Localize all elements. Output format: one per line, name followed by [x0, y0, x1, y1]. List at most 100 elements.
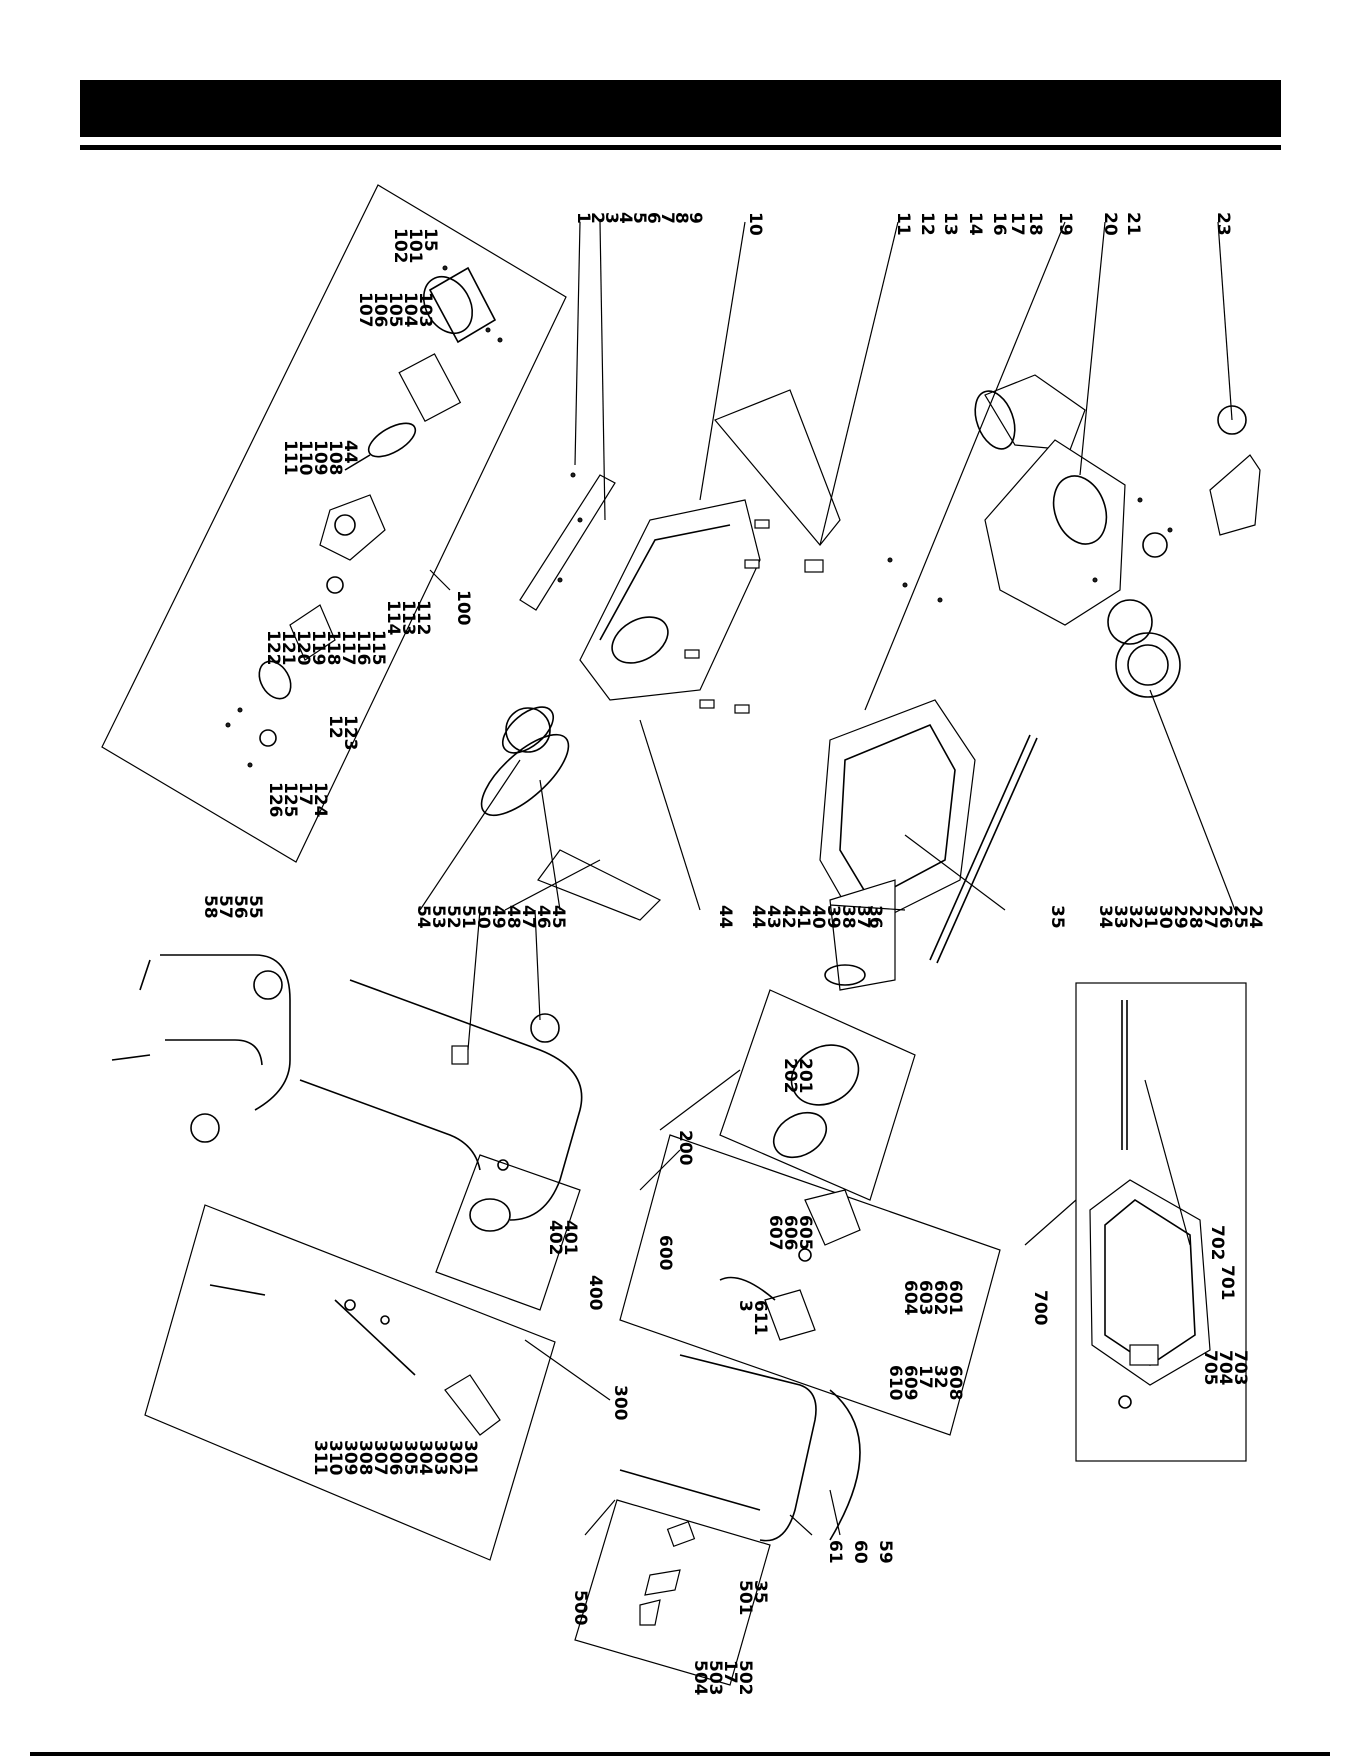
callout-label: 44 [748, 905, 768, 929]
callout-label: 609 [900, 1365, 920, 1401]
group-700-box [1075, 982, 1247, 1462]
callout-label: 102 [390, 228, 410, 264]
callout-label: 503 [705, 1660, 725, 1696]
group-100 [101, 184, 567, 863]
callout-label: 36 [865, 905, 885, 929]
callout-label: 311 [310, 1440, 330, 1476]
callout-label: 302 [445, 1440, 465, 1476]
callout-label: 39 [823, 905, 843, 929]
callout-label: 301 [460, 1440, 480, 1476]
callout-label: 606 [780, 1215, 800, 1251]
callout-label: 608 [945, 1365, 965, 1401]
callout-label: 2 [587, 212, 607, 224]
callout-label: 32 [1125, 905, 1145, 929]
callout-label: 17 [720, 1660, 740, 1684]
upper-handle [111, 954, 291, 1143]
callout-label: 202 [780, 1058, 800, 1094]
callout-label: 28 [1185, 905, 1205, 929]
callout-label: 308 [355, 1440, 375, 1476]
callout-label: 34 [1095, 905, 1115, 929]
callout-label: 603 [915, 1280, 935, 1316]
callout-label: 9 [685, 212, 705, 224]
callout-label: 502 [735, 1660, 755, 1696]
callout-label: 29 [1170, 905, 1190, 929]
callout-label: 4 [615, 212, 635, 224]
callout-label: 3 [735, 1300, 755, 1312]
callout-label: 27 [1200, 905, 1220, 929]
callout-label: 116 [353, 630, 373, 666]
callout-label: 108 [325, 440, 345, 476]
callout-label: 113 [398, 600, 418, 636]
group-100-box [101, 184, 567, 863]
group-400-box [435, 1154, 581, 1311]
callout-label: 25 [1230, 905, 1250, 929]
callout-label: 303 [430, 1440, 450, 1476]
group-200 [719, 989, 916, 1201]
callout-label: 103 [415, 292, 435, 328]
callout-label: 48 [503, 905, 523, 929]
callout-label: 7 [657, 212, 677, 224]
group-600-box [619, 1134, 1001, 1436]
callout-label: 54 [413, 905, 433, 929]
callout-label: 601 [945, 1280, 965, 1316]
group-600 [619, 1134, 1001, 1436]
callout-label: 104 [400, 292, 420, 328]
callout-label: 500 [570, 1590, 590, 1626]
callout-label: 6 [643, 212, 663, 224]
callout-label: 17 [1007, 212, 1027, 236]
callout-label: 47 [518, 905, 538, 929]
callout-label: 114 [383, 600, 403, 636]
callout-label: 120 [293, 630, 313, 666]
callout-label: 115 [368, 630, 388, 666]
group-200-box [719, 989, 916, 1201]
callout-label: 21 [1123, 212, 1143, 236]
callout-label: 5 [629, 212, 649, 224]
callout-label: 30 [1155, 905, 1175, 929]
callout-label: 304 [415, 1440, 435, 1476]
callout-label: 14 [965, 212, 985, 236]
callout-label: 702 [1207, 1225, 1227, 1261]
callout-label: 59 [875, 1540, 895, 1564]
callout-label: 18 [1025, 212, 1045, 236]
callout-label: 200 [675, 1130, 695, 1166]
callout-label: 58 [200, 895, 220, 919]
callout-label: 35 [750, 1580, 770, 1604]
callout-label: 42 [778, 905, 798, 929]
group-300-box [144, 1204, 556, 1561]
callout-label: 300 [610, 1385, 630, 1421]
callout-label: 101 [405, 228, 425, 264]
callout-label: 23 [1213, 212, 1233, 236]
callout-label: 109 [310, 440, 330, 476]
callout-label: 119 [308, 630, 328, 666]
callout-label: 20 [1100, 212, 1120, 236]
callout-label: 305 [400, 1440, 420, 1476]
group-700 [1075, 982, 1247, 1462]
callout-label: 45 [548, 905, 568, 929]
callout-label: 43 [763, 905, 783, 929]
callout-label: 106 [370, 292, 390, 328]
callout-label: 602 [930, 1280, 950, 1316]
callout-label: 307 [370, 1440, 390, 1476]
group-500 [574, 1499, 771, 1686]
callout-label: 310 [325, 1440, 345, 1476]
callout-label: 44 [340, 440, 360, 464]
callout-label: 3 [601, 212, 621, 224]
callout-label: 704 [1215, 1350, 1235, 1386]
leader-lines [419, 221, 1236, 1536]
callout-label: 51 [458, 905, 478, 929]
callout-label: 701 [1217, 1265, 1237, 1301]
callout-label: 607 [765, 1215, 785, 1251]
callout-label: 8 [671, 212, 691, 224]
callout-label: 12 [917, 212, 937, 236]
callout-label: 126 [265, 782, 285, 818]
callout-label: 56 [230, 895, 250, 919]
callout-label: 112 [413, 600, 433, 636]
callout-label: 122 [263, 630, 283, 666]
callout-label: 309 [340, 1440, 360, 1476]
callout-label: 11 [893, 212, 913, 236]
callout-label: 111 [280, 440, 300, 476]
callout-label: 604 [900, 1280, 920, 1316]
callout-label: 118 [323, 630, 343, 666]
